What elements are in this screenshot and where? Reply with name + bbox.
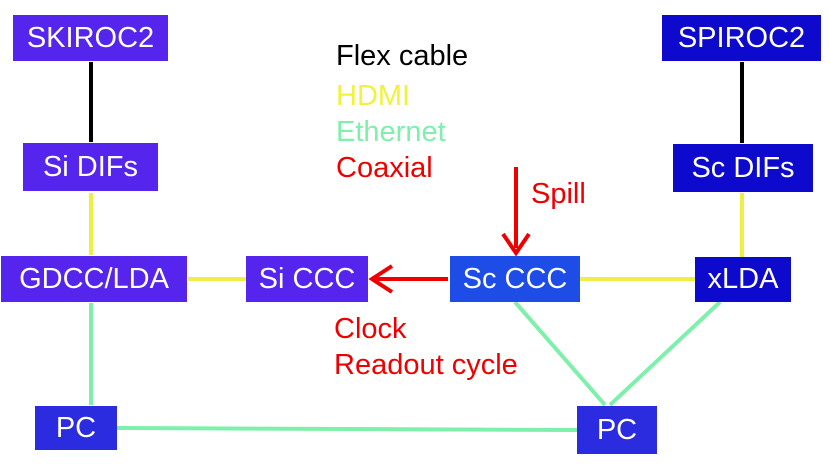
- pc-right-box: PC: [577, 406, 657, 454]
- readout-cycle-label: Readout cycle: [334, 349, 518, 381]
- legend-flex-cable: Flex cable: [336, 40, 469, 72]
- spill-arrowhead: [501, 232, 531, 257]
- sc-ccc-box: Sc CCC: [450, 256, 580, 302]
- ethernet-pc-pc: [116, 426, 578, 432]
- spiroc2-box: SPIROC2: [662, 15, 821, 61]
- xlda-box: xLDA: [695, 257, 791, 302]
- si-ccc-box: Si CCC: [246, 256, 368, 302]
- clock-label: Clock: [334, 313, 407, 345]
- ethernet-sc-ccc-pc: [513, 300, 607, 407]
- spill-label: Spill: [531, 178, 586, 210]
- legend-coaxial: Coaxial: [336, 152, 433, 184]
- legend-ethernet: Ethernet: [336, 116, 446, 148]
- clock-arrowhead: [368, 264, 394, 294]
- ethernet-xlda-pc: [608, 300, 722, 407]
- pc-left-box: PC: [35, 406, 117, 450]
- skiroc2-box: SKIROC2: [13, 15, 168, 61]
- legend-hdmi: HDMI: [336, 80, 411, 112]
- gdcc-lda-box: GDCC/LDA: [1, 256, 187, 302]
- si-difs-box: Si DIFs: [23, 143, 158, 191]
- sc-difs-box: Sc DIFs: [673, 144, 813, 192]
